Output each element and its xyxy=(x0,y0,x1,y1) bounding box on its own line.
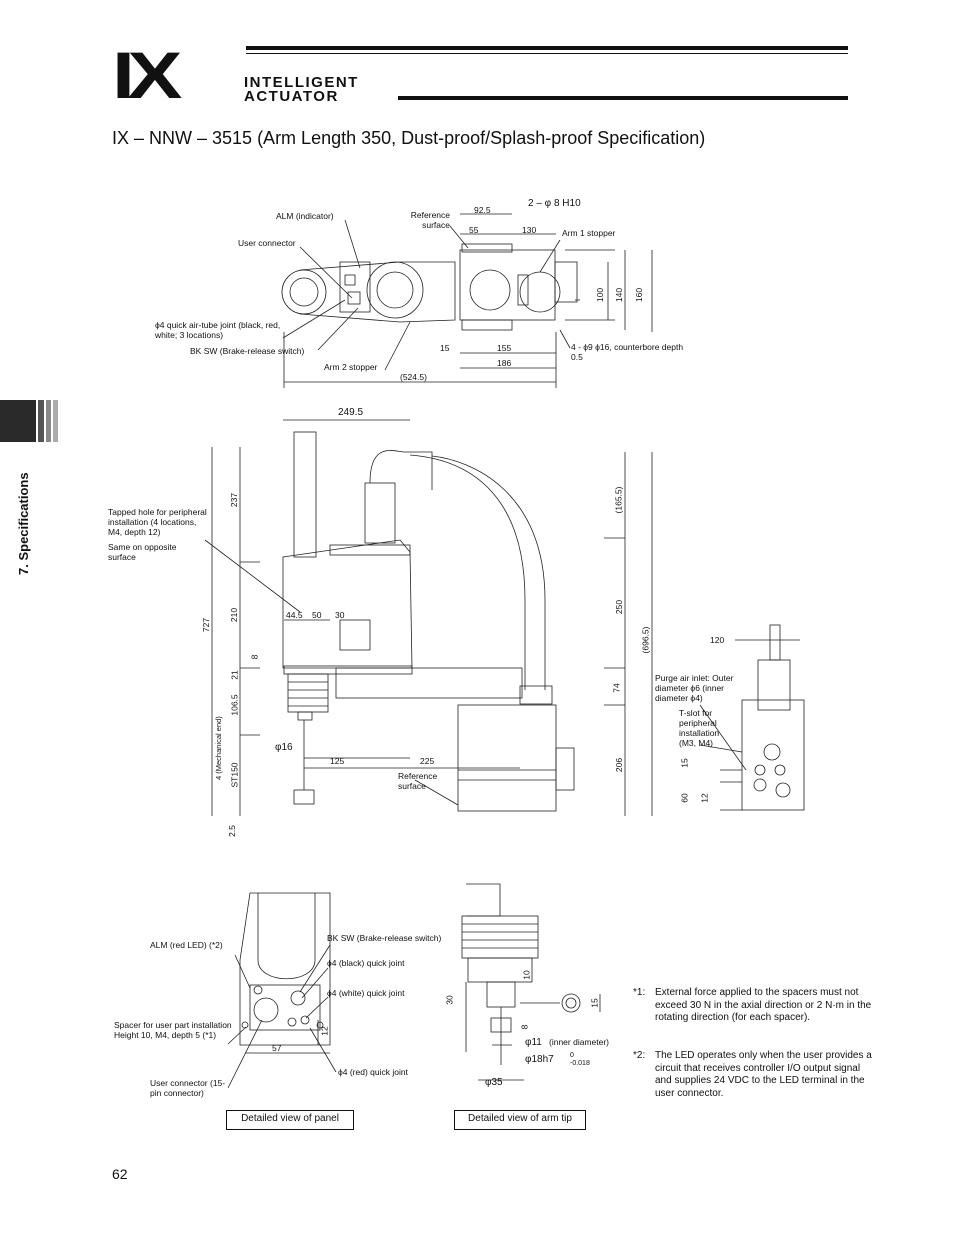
label-reference-surface-side: Reference surface xyxy=(398,771,438,791)
dim-57: 57 xyxy=(272,1043,282,1053)
dim-186: 186 xyxy=(497,358,512,368)
dim-249-5: 249.5 xyxy=(338,407,364,418)
dim-120: 120 xyxy=(710,635,725,645)
dim-50: 50 xyxy=(312,610,322,620)
dim-21: 21 xyxy=(229,670,240,680)
label-mechanical-end: 4 (Mechanical end) xyxy=(214,716,223,780)
label-black-joint: ϕ4 (black) quick joint xyxy=(327,958,405,968)
dim-140: 140 xyxy=(614,287,625,303)
side-tab-marker xyxy=(0,400,58,442)
header-rule-bottom xyxy=(398,96,848,100)
dim-92-5: 92.5 xyxy=(474,205,491,215)
dim-phi11: φ11 xyxy=(525,1037,542,1048)
label-bk-sw-top: BK SW (Brake-release switch) xyxy=(190,346,305,356)
dim-phi16: φ16 xyxy=(275,742,293,753)
dim-44-5: 44.5 xyxy=(286,610,303,620)
dim-10: 10 xyxy=(521,970,532,980)
dim-8-tip: 8 xyxy=(519,1024,530,1030)
label-purge-air-inlet: Purge air inlet: Outer diameter ϕ6 (inne… xyxy=(655,673,734,703)
label-mounting-holes: 4 - ϕ9 ϕ16, counterbore depth 0.5 xyxy=(571,342,684,362)
dim-225: 225 xyxy=(420,756,435,766)
dim-60: 60 xyxy=(679,793,690,803)
dim-30-tip: 30 xyxy=(444,995,455,1005)
dim-st150: ST150 xyxy=(229,762,240,788)
dim-125: 125 xyxy=(330,756,345,766)
dim-100: 100 xyxy=(595,287,606,303)
dim-250: 250 xyxy=(614,599,625,615)
note-1-text: External force applied to the spacers mu… xyxy=(655,987,872,1023)
logo-word-actuator: ACTUATOR xyxy=(244,88,339,105)
dim-30-side: 30 xyxy=(335,610,345,620)
dim-2-phi8-h10: 2 – φ 8 H10 xyxy=(528,198,581,209)
label-tapped-hole: Tapped hole for peripheral installation … xyxy=(108,507,207,537)
page-number: 62 xyxy=(112,1166,128,1182)
dim-phi18h7: φ18h7 xyxy=(525,1054,554,1065)
arm-tip-view-drawing xyxy=(461,883,601,1081)
panel-view-drawing xyxy=(227,892,337,1089)
dim-696-5: (696.5) xyxy=(640,626,651,654)
dim-15-top: 15 xyxy=(440,343,450,353)
label-user-connector-top: User connector xyxy=(238,238,296,248)
label-red-joint: ϕ4 (red) quick joint xyxy=(338,1067,408,1077)
dim-inner-diameter: (inner diameter) xyxy=(549,1037,609,1047)
dim-12-panel: 12 xyxy=(319,1026,330,1036)
dim-74: 74 xyxy=(611,683,622,693)
note-2: *2: The LED operates only when the user … xyxy=(633,1050,878,1105)
dim-2-5: 2.5 xyxy=(226,825,237,837)
caption-panel-view: Detailed view of panel xyxy=(226,1110,354,1130)
dim-727: 727 xyxy=(201,617,212,633)
dim-155: 155 xyxy=(497,343,512,353)
dim-165-5: (165.5) xyxy=(613,486,624,514)
label-air-tube-joint: ϕ4 quick air-tube joint (black, red, whi… xyxy=(155,320,281,340)
dim-12-side: 12 xyxy=(699,793,710,803)
label-spacer: Spacer for user part installation Height… xyxy=(114,1020,232,1040)
dim-524-5: (524.5) xyxy=(400,372,427,382)
dim-160: 160 xyxy=(634,287,645,303)
label-reference-surface-top: Reference surface xyxy=(410,210,450,230)
dim-tol-lower: -0.018 xyxy=(570,1060,590,1067)
page-title: IX – NNW – 3515 (Arm Length 350, Dust-pr… xyxy=(112,128,706,148)
dim-210: 210 xyxy=(229,607,240,623)
label-alm-indicator: ALM (indicator) xyxy=(276,211,334,221)
logo-mark: IX xyxy=(112,38,183,112)
dim-tol-upper: 0 xyxy=(570,1052,574,1059)
label-t-slot: T-slot for peripheral installation (M3, … xyxy=(679,708,720,748)
label-same-opposite: Same on opposite surface xyxy=(108,542,177,562)
label-bk-sw-panel: BK SW (Brake-release switch) xyxy=(327,933,442,943)
dim-55: 55 xyxy=(469,225,479,235)
dim-8-side: 8 xyxy=(249,654,260,660)
note-1-key: *1: xyxy=(633,987,646,998)
side-view-drawing xyxy=(204,419,805,816)
dim-15-tip: 15 xyxy=(589,998,600,1008)
top-view-drawing xyxy=(281,213,653,388)
label-alm-red-led: ALM (red LED) (*2) xyxy=(150,940,223,950)
header-rule-top xyxy=(246,46,848,50)
header-rule-thin xyxy=(246,53,848,54)
dim-phi35: φ35 xyxy=(485,1077,503,1088)
note-2-text: The LED operates only when the user prov… xyxy=(655,1050,872,1099)
logo-word-intelligent: INTELLIGENT xyxy=(244,74,359,91)
dim-206: 206 xyxy=(614,757,625,773)
caption-arm-tip-view: Detailed view of arm tip xyxy=(454,1110,586,1130)
label-arm1-stopper: Arm 1 stopper xyxy=(562,228,616,238)
dim-106-5: 106.5 xyxy=(229,694,240,716)
dim-15-side: 15 xyxy=(679,758,690,768)
label-user-connector-panel: User connector (15-pin connector) xyxy=(150,1078,226,1098)
dim-130: 130 xyxy=(522,225,537,235)
note-1: *1: External force applied to the spacer… xyxy=(633,987,878,1039)
label-arm2-stopper: Arm 2 stopper xyxy=(324,362,378,372)
note-2-key: *2: xyxy=(633,1050,646,1061)
label-white-joint: ϕ4 (white) quick joint xyxy=(327,988,405,998)
dim-237: 237 xyxy=(229,492,240,508)
